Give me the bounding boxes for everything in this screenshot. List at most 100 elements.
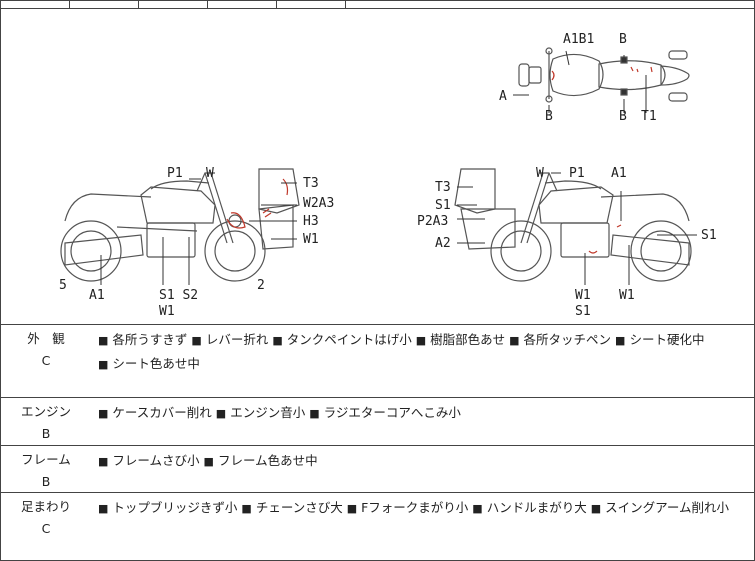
label-top-b: B: [619, 32, 627, 47]
condition-item: ■フレーム色あせ中: [204, 453, 318, 468]
left-view-marks: [226, 178, 289, 229]
left-view-leaders: [100, 178, 297, 285]
row-description: ■各所うすきず ■レバー折れ ■タンクペイントはげ小 ■樹脂部色あせ ■各所タッ…: [98, 328, 748, 376]
label-left-5: 5: [59, 278, 67, 293]
label-right-t3: T3: [435, 180, 451, 195]
bullet-square: ■: [346, 502, 358, 515]
bullet-square: ■: [98, 502, 109, 515]
condition-item: ■ケースカバー削れ: [98, 405, 212, 420]
condition-item-text: シート色あせ中: [112, 356, 200, 371]
label-top-a: A: [499, 89, 507, 104]
label-top-t1: T1: [641, 109, 657, 124]
label-left-p1: P1: [167, 166, 183, 181]
row-category: 足まわり C: [1, 493, 91, 540]
bullet-square: ■: [98, 358, 109, 371]
condition-item: ■フレームさび小: [98, 453, 200, 468]
condition-item-text: シート硬化中: [629, 332, 705, 347]
condition-item-text: タンクペイントはげ小: [286, 332, 412, 347]
label-right-w: W: [536, 166, 544, 181]
category-name: フレーム: [21, 452, 71, 467]
category-grade: C: [41, 353, 51, 368]
condition-item-text: ラジエターコアへこみ小: [323, 405, 461, 420]
condition-item: ■スイングアーム削れ小: [591, 500, 729, 515]
bullet-square: ■: [98, 407, 109, 420]
condition-item: ■チェーンさび大: [241, 500, 342, 515]
condition-item: ■タンクペイントはげ小: [272, 332, 411, 347]
bullet-square: ■: [509, 334, 520, 347]
condition-item-text: 樹脂部色あせ: [430, 332, 506, 347]
bullet-square: ■: [590, 502, 602, 515]
label-left-w1: W1: [303, 232, 319, 247]
label-left-w: W: [206, 166, 214, 181]
condition-item: ■レバー折れ: [191, 332, 268, 347]
condition-item-text: ケースカバー削れ: [112, 405, 212, 420]
bullet-square: ■: [472, 502, 483, 515]
category-name: 外 観: [27, 331, 65, 346]
label-right-p2a3: P2A3: [417, 214, 448, 229]
condition-item: ■シート硬化中: [615, 332, 704, 347]
label-right-s1: S1: [435, 198, 451, 213]
row-engine: エンジン B ■ケースカバー削れ ■エンジン音小 ■ラジエターコアへこみ小: [1, 398, 754, 446]
top-view-leaders: [513, 50, 647, 113]
category-name: 足まわり: [20, 499, 71, 514]
condition-item-text: チェーンさび大: [255, 500, 343, 515]
damage-diagram: A A1B1 B B B T1: [1, 9, 754, 325]
condition-item: ■エンジン音小: [216, 405, 305, 420]
label-left-w1-low: W1: [159, 304, 175, 319]
bullet-square: ■: [98, 334, 109, 347]
right-view-marks: [588, 224, 622, 254]
bullet-square: ■: [215, 407, 227, 420]
label-right-a2: A2: [435, 236, 451, 251]
header-strip: [1, 1, 754, 9]
label-right-p1: P1: [569, 166, 585, 181]
bullet-square: ■: [615, 334, 626, 347]
label-right-a1: A1: [611, 166, 627, 181]
condition-item-text: エンジン音小: [230, 405, 306, 420]
bullet-square: ■: [272, 334, 283, 347]
label-right-s1-side: S1: [701, 228, 717, 243]
label-left-a1: A1: [89, 288, 105, 303]
condition-item: ■各所うすきず: [98, 332, 187, 347]
row-description: ■トップブリッジきず小 ■チェーンさび大 ■Fフォークまがり小 ■ハンドルまがり…: [98, 496, 748, 520]
condition-item-text: ハンドルまがり大: [486, 500, 587, 515]
label-top-a1b1: A1B1: [563, 32, 594, 47]
motorcycle-top-view: [518, 47, 690, 103]
bullet-square: ■: [98, 455, 109, 468]
label-top-b-left: B: [545, 109, 553, 124]
bullet-square: ■: [309, 407, 320, 420]
row-category: フレーム B: [1, 446, 91, 493]
condition-item-text: レバー折れ: [205, 332, 269, 347]
row-description: ■ケースカバー削れ ■エンジン音小 ■ラジエターコアへこみ小: [98, 401, 748, 425]
label-left-s1s2: S1 S2: [159, 288, 198, 303]
category-grade: B: [41, 426, 51, 441]
label-right-s1-low: S1: [575, 304, 591, 319]
bullet-square: ■: [191, 334, 202, 347]
condition-item-text: 各所うすきず: [112, 332, 188, 347]
label-right-w1-a: W1: [575, 288, 591, 303]
label-left-w2a3: W2A3: [303, 196, 334, 211]
row-frame: フレーム B ■フレームさび小 ■フレーム色あせ中: [1, 446, 754, 493]
condition-item-text: スイングアーム削れ小: [605, 500, 729, 515]
bullet-square: ■: [241, 502, 252, 515]
condition-item: ■シート色あせ中: [98, 356, 200, 371]
top-view-marks: [551, 66, 653, 81]
row-exterior: 外 観 C ■各所うすきず ■レバー折れ ■タンクペイントはげ小 ■樹脂部色あせ…: [1, 325, 754, 398]
label-left-t3: T3: [303, 176, 319, 191]
label-top-b-right: B: [619, 109, 627, 124]
row-suspension: 足まわり C ■トップブリッジきず小 ■チェーンさび大 ■Fフォークまがり小 ■…: [1, 493, 754, 560]
condition-item-text: フレーム色あせ中: [217, 453, 318, 468]
condition-item: ■樹脂部色あせ: [416, 332, 505, 347]
condition-item: ■ラジエターコアへこみ小: [309, 405, 461, 420]
condition-item: ■各所タッチペン: [509, 332, 611, 347]
category-name: エンジン: [20, 404, 71, 419]
motorcycle-right-view: [454, 168, 692, 282]
label-right-w1-b: W1: [619, 288, 635, 303]
bullet-square: ■: [203, 455, 214, 468]
condition-item: ■ハンドルまがり大: [472, 500, 586, 515]
row-category: 外 観 C: [1, 325, 91, 372]
condition-item-text: フレームさび小: [112, 453, 200, 468]
row-description: ■フレームさび小 ■フレーム色あせ中: [98, 449, 748, 473]
condition-item: ■Fフォークまがり小: [347, 500, 469, 515]
right-view-leaders: [457, 172, 697, 285]
